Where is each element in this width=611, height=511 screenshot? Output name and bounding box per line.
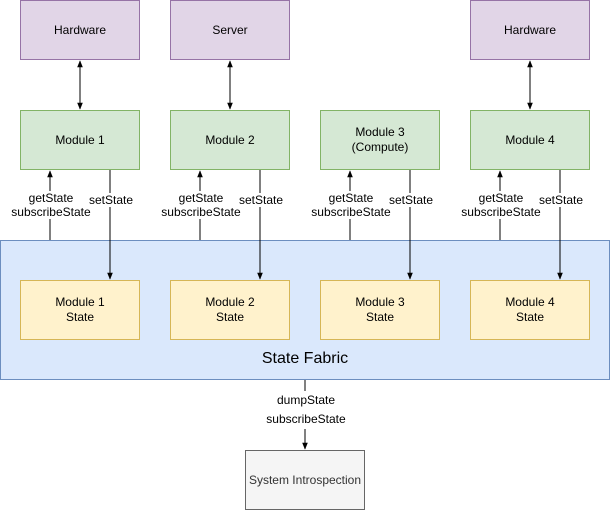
node-label: Hardware bbox=[53, 22, 107, 37]
state-label: Module 1 State bbox=[55, 295, 105, 324]
module-1-state-node: Module 1 State bbox=[20, 280, 140, 340]
module-label: Module 3 (Compute) bbox=[351, 125, 409, 154]
module-1-node: Module 1 bbox=[20, 110, 140, 170]
node-label: Server bbox=[212, 22, 248, 37]
set-state-label-1: setState bbox=[84, 193, 138, 207]
module-3-node: Module 3 (Compute) bbox=[320, 110, 440, 170]
set-state-label-2: setState bbox=[234, 193, 288, 207]
dump-state-label: dumpState subscribeState bbox=[259, 391, 353, 429]
get-state-label-1: getState subscribeState bbox=[4, 191, 98, 219]
set-state-label-3: setState bbox=[384, 193, 438, 207]
module-4-state-node: Module 4 State bbox=[470, 280, 590, 340]
get-state-label-2: getState subscribeState bbox=[154, 191, 248, 219]
server-node: Server bbox=[170, 0, 290, 60]
module-3-state-node: Module 3 State bbox=[320, 280, 440, 340]
module-label: Module 4 bbox=[505, 132, 555, 147]
module-4-node: Module 4 bbox=[470, 110, 590, 170]
system-introspection-node: System Introspection bbox=[245, 450, 365, 510]
get-state-label-3: getState subscribeState bbox=[304, 191, 398, 219]
module-label: Module 1 bbox=[55, 132, 105, 147]
state-label: Module 2 State bbox=[205, 295, 255, 324]
introspection-label: System Introspection bbox=[248, 472, 362, 487]
module-2-node: Module 2 bbox=[170, 110, 290, 170]
state-label: Module 4 State bbox=[505, 295, 555, 324]
node-label: Hardware bbox=[503, 22, 557, 37]
state-fabric-label: State Fabric bbox=[261, 350, 349, 367]
module-label: Module 2 bbox=[205, 132, 255, 147]
get-state-label-4: getState subscribeState bbox=[454, 191, 548, 219]
set-state-label-4: setState bbox=[534, 193, 588, 207]
hardware-node-2: Hardware bbox=[470, 0, 590, 60]
module-2-state-node: Module 2 State bbox=[170, 280, 290, 340]
hardware-node-1: Hardware bbox=[20, 0, 140, 60]
state-label: Module 3 State bbox=[355, 295, 405, 324]
